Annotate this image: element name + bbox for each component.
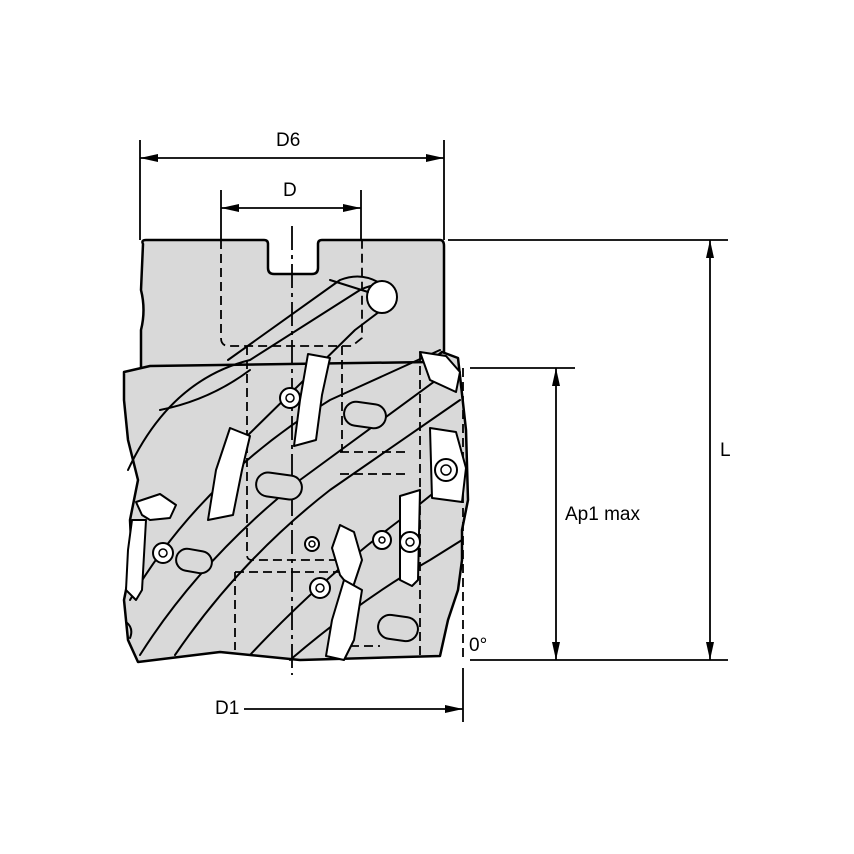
dimension-l — [448, 239, 728, 661]
dimension-d — [220, 190, 362, 240]
cutter-body — [122, 238, 470, 664]
label-ap1-max: Ap1 max — [565, 504, 640, 525]
coolant-hole-top — [329, 279, 398, 314]
label-d: D — [283, 180, 297, 201]
dimension-ap1-max — [470, 367, 575, 660]
hidden-lines — [220, 240, 464, 660]
label-d6: D6 — [276, 130, 301, 151]
label-l: L — [720, 440, 731, 461]
dimension-d6 — [139, 140, 445, 240]
helical-flutes — [127, 275, 463, 661]
coolant-slots — [125, 400, 419, 643]
label-angle: 0° — [469, 635, 488, 656]
dimension-d1 — [244, 668, 464, 722]
insert-screws — [152, 387, 458, 599]
label-d1: D1 — [215, 698, 240, 719]
